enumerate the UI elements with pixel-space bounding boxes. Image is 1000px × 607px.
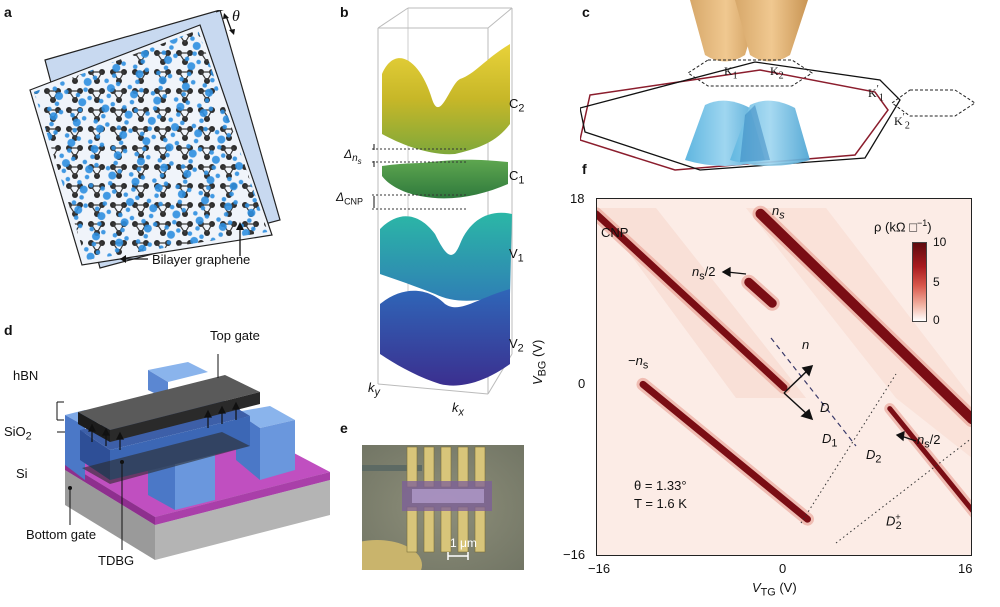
k2-prime-label: K′2 <box>894 112 910 132</box>
heatmap-feature-line <box>596 210 788 392</box>
twisted-lattice-image <box>29 10 281 269</box>
scalebar-label: 1 μm <box>450 536 477 550</box>
ns-half-arrow-right <box>895 430 917 442</box>
band-label-c1: C1 <box>509 168 525 187</box>
d-vector-label: D <box>820 400 830 415</box>
d1-label: D1 <box>822 431 838 450</box>
band-surface-v2 <box>380 289 510 386</box>
temperature-label: T = 1.6 K <box>634 496 687 511</box>
cnp-label: CNP <box>601 225 629 240</box>
heatmap-feature-line <box>887 406 972 514</box>
panel-label-c: c <box>582 4 590 20</box>
x-tick-right: 16 <box>958 561 973 576</box>
k1-label: K1 <box>724 64 738 82</box>
sio2-label: SiO2 <box>4 424 32 443</box>
k2-label: K2 <box>770 64 784 82</box>
band-label-v2: V2 <box>509 336 524 355</box>
ns-label: ns <box>772 203 785 222</box>
ns-half-right-label: ns/2 <box>917 432 941 451</box>
band-structure-image <box>372 7 513 395</box>
k1-prime-label: K′1 <box>868 84 884 104</box>
ns-half-label: ns/2 <box>692 264 716 283</box>
theta-value-label: θ = 1.33° <box>634 478 687 493</box>
colorbar-title: ρ (kΩ □−1) <box>874 218 932 235</box>
band-surface-c2 <box>382 44 510 155</box>
colorbar-tick-10: 10 <box>933 235 947 249</box>
hbn-label: hBN <box>13 368 39 383</box>
panel-label-f: f <box>582 161 587 177</box>
ns-half-arrow <box>721 266 747 278</box>
heatmap-feature-line <box>755 208 972 425</box>
delta-ns-label: Δns <box>344 147 362 167</box>
d-vector-arrow <box>783 392 814 421</box>
device-schematic-image <box>56 354 330 560</box>
minus-ns-label: −ns <box>628 353 649 372</box>
top-gate-label: Top gate <box>210 328 260 343</box>
guide-line-d2 <box>835 437 972 544</box>
y-axis-label: VBG (V) <box>530 339 549 385</box>
heatmap-feature-line <box>639 380 811 523</box>
brillouin-zone-image <box>580 0 976 171</box>
band-surface-c1 <box>382 159 508 199</box>
guide-line-cnp-extension <box>770 337 857 447</box>
panel-label-e: e <box>340 420 348 436</box>
x-tick-mid: 0 <box>779 561 787 576</box>
colorbar <box>912 242 927 322</box>
n-vector-label: n <box>802 337 810 352</box>
panel-label-a: a <box>4 4 12 20</box>
bilayer-arrows <box>120 222 244 263</box>
kx-axis-label: kx <box>452 400 464 419</box>
ky-axis-label: ky <box>368 380 380 399</box>
colorbar-tick-5: 5 <box>933 275 940 289</box>
bilayer-graphene-label: Bilayer graphene <box>152 252 251 267</box>
band-label-c2: C2 <box>509 96 525 115</box>
heatmap-feature-line <box>744 277 777 308</box>
x-tick-left: −16 <box>588 561 611 576</box>
panel-label-b: b <box>340 4 349 20</box>
resistivity-heatmap <box>596 198 972 556</box>
device-micrograph-image <box>362 445 524 570</box>
panel-label-d: d <box>4 322 13 338</box>
tdbg-label: TDBG <box>98 553 135 568</box>
y-tick-mid: 0 <box>578 376 586 391</box>
bottom-gate-label: Bottom gate <box>26 527 97 542</box>
delta-cnp-label: ΔCNP <box>336 190 364 207</box>
y-tick-bottom: −16 <box>563 547 586 562</box>
y-tick-top: 18 <box>570 191 585 206</box>
colorbar-tick-0: 0 <box>933 313 940 327</box>
band-label-v1: V1 <box>509 246 524 265</box>
theta-label: θ <box>232 8 240 25</box>
plot-frame <box>596 198 972 556</box>
d2-minus-label: D2 <box>866 447 882 466</box>
x-axis-label: VTG (V) <box>752 580 797 599</box>
n-vector-arrow <box>783 364 814 394</box>
si-label: Si <box>16 466 28 481</box>
band-surface-v1 <box>380 212 512 301</box>
d2-plus-label: D+2 <box>886 512 902 532</box>
